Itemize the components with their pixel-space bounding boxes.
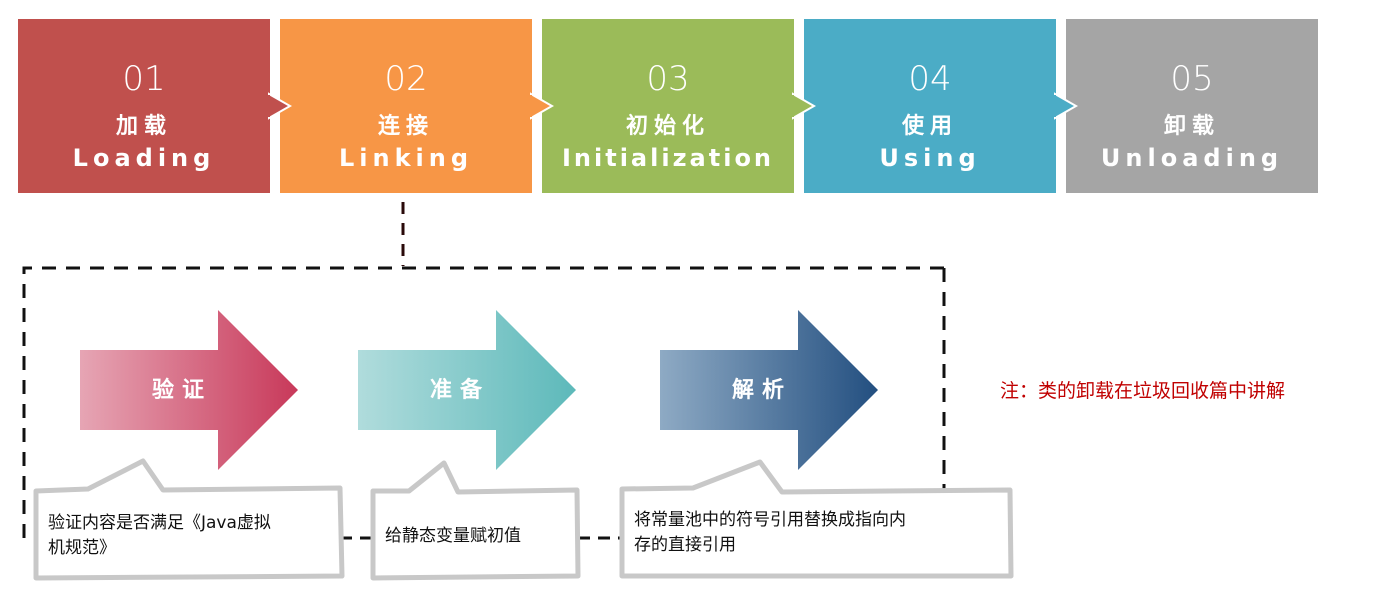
note-line: 给静态变量赋初值: [385, 526, 521, 546]
stage-cn-label: 加载: [115, 114, 172, 139]
linking-group-border: [22, 266, 944, 540]
note-line: 机规范》: [48, 538, 116, 558]
stage-number: 04: [908, 59, 952, 99]
arrow-label-verification: 验证: [151, 378, 212, 403]
stage-loading: 01 加载 Loading: [18, 19, 270, 193]
stage-number: 05: [1170, 59, 1214, 99]
arrow-label-resolution: 解析: [731, 378, 792, 403]
arrow-preparation: [358, 310, 576, 470]
note-callout-preparation: [370, 460, 581, 581]
stage-box-linking: [280, 19, 532, 193]
stage-number: 01: [122, 59, 166, 99]
note-callout-resolution: [619, 459, 1014, 579]
stage-cn-label: 卸载: [1163, 114, 1220, 139]
stage-number: 03: [646, 59, 690, 99]
arrow-resolution: [660, 310, 878, 470]
note-callout-verification: [33, 458, 345, 581]
note-line: 将常量池中的符号引用替换成指向内: [634, 510, 906, 530]
stage-chevron-fill: [1052, 95, 1056, 117]
stage-chevron-fill: [790, 95, 794, 117]
stage-en-label: Initialization: [561, 144, 775, 172]
note-verification: 验证内容是否满足《Java虚拟 机规范》: [48, 511, 271, 561]
stage-box-using: [804, 19, 1056, 193]
stage-initialization: 03 初始化 Initialization: [542, 19, 794, 193]
stage-box-initialization: [542, 19, 794, 193]
stage-box-loading: [18, 19, 270, 193]
stage-chevron-fill: [266, 95, 270, 117]
stage-en-label: Linking: [338, 144, 474, 172]
stage-unloading: 05 卸载 Unloading: [1066, 19, 1318, 193]
footnote: 注：类的卸载在垃圾回收篇中讲解: [1000, 380, 1286, 402]
note-line: 存的直接引用: [634, 535, 736, 555]
stage-en-label: Unloading: [1100, 144, 1284, 172]
stage-cn-label: 连接: [377, 114, 434, 139]
stage-cn-label: 初始化: [625, 114, 710, 139]
stage-box-unloading: [1066, 19, 1318, 193]
stage-en-label: Using: [879, 144, 981, 172]
note-preparation: 给静态变量赋初值: [385, 524, 521, 549]
stage-chevron-fill: [528, 95, 532, 117]
stage-using: 04 使用 Using: [804, 19, 1056, 193]
note-line: 验证内容是否满足《Java虚拟: [48, 513, 271, 533]
stage-cn-label: 使用: [901, 114, 958, 139]
note-resolution: 将常量池中的符号引用替换成指向内 存的直接引用: [634, 508, 906, 558]
arrow-label-preparation: 准备: [429, 378, 490, 403]
arrow-verification: [80, 310, 298, 470]
stage-en-label: Loading: [72, 144, 216, 172]
stage-number: 02: [384, 59, 428, 99]
stage-linking: 02 连接 Linking: [280, 19, 532, 193]
